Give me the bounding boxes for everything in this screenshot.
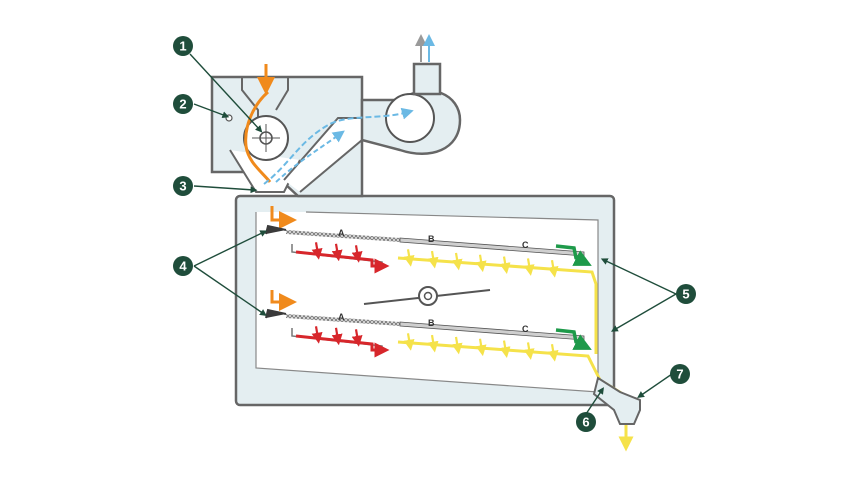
section-label-b-upper: B [428, 234, 435, 244]
feed-housing [210, 75, 364, 198]
product-flow-upper [397, 256, 598, 354]
callout-3: 3 [173, 176, 193, 196]
callout-6: 6 [576, 412, 596, 432]
product-drop-arrow-2-4 [475, 338, 487, 357]
exhaust-fan [360, 34, 462, 155]
product-outlet [592, 376, 641, 425]
leader-4a [193, 230, 268, 267]
leader-3 [193, 185, 258, 194]
callout-badge [670, 364, 690, 384]
fan-outlet [412, 62, 442, 96]
callout-badge [173, 176, 193, 196]
air-stream [263, 107, 414, 185]
feed-stream [244, 90, 272, 183]
product-drop-arrow-2-6 [523, 342, 535, 360]
drop-arrows [311, 242, 559, 362]
product-drop-arrow-2-7 [547, 344, 559, 362]
callout-2: 2 [173, 94, 193, 114]
callout-badge [676, 284, 696, 304]
reject-drop-arrow-2-2 [331, 327, 343, 346]
feed-roller-cross [252, 124, 280, 152]
product-drop-arrow-1-6 [523, 258, 535, 276]
leader-6 [585, 387, 604, 415]
section-label-c-lower: C [522, 324, 529, 334]
callout-badge [173, 94, 193, 114]
fan-impeller [385, 93, 435, 143]
product-drop-arrow-1-1 [403, 249, 415, 267]
callout-badge [576, 412, 596, 432]
reject-drop-arrow-1-2 [331, 243, 343, 262]
small-valve [225, 114, 233, 122]
section-label-a-lower: A [338, 312, 345, 322]
callout-number: 1 [179, 39, 186, 54]
overs-flow-lower [555, 328, 592, 350]
callout-number: 7 [676, 367, 683, 382]
product-drop-arrow-1-2 [427, 250, 439, 269]
screen-mesh-upper [286, 230, 400, 242]
callout-4: 4 [173, 256, 193, 276]
product-drop-arrow-2-2 [427, 334, 439, 353]
callout-number: 2 [179, 97, 186, 112]
overs-flow-upper [555, 244, 592, 266]
callout-number: 6 [582, 415, 589, 430]
leader-4b [193, 265, 267, 316]
product-drop-arrow-2-3 [451, 336, 463, 355]
callout-badge [173, 36, 193, 56]
air-stream-2 [275, 130, 345, 183]
callout-badge [173, 256, 193, 276]
deck-inlet-upper [270, 206, 297, 229]
feed-flow [244, 64, 414, 185]
drive-shaft [363, 286, 491, 306]
screen-mesh-lower [286, 314, 400, 326]
product-drop-arrow-1-4 [475, 254, 487, 273]
outlet-chute [592, 376, 641, 425]
leader-5b [610, 293, 677, 332]
product-drop-arrow-1-7 [547, 260, 559, 278]
section-labels: A B C A B C [338, 228, 529, 334]
leader-2 [193, 103, 230, 119]
reject-drop-arrow-1-1 [311, 242, 323, 260]
section-label-b-lower: B [428, 318, 435, 328]
reject-drop-arrow-2-3 [351, 329, 363, 347]
leader-5a [600, 258, 677, 295]
section-label-a-upper: A [338, 228, 345, 238]
leader-1 [189, 53, 263, 133]
product-drop-arrow-1-5 [499, 256, 511, 274]
leader-lines [189, 53, 677, 415]
deck-inlet-lower [270, 290, 297, 311]
callout-number: 5 [682, 287, 689, 302]
callout-number: 3 [179, 179, 186, 194]
reject-drop-arrow-1-3 [351, 245, 363, 263]
callout-1: 1 [173, 36, 193, 56]
callout-7: 7 [670, 364, 690, 384]
leader-7 [637, 373, 673, 398]
reject-drop-arrow-2-1 [311, 326, 323, 344]
shaft-hub-center [423, 291, 433, 301]
section-label-c-upper: C [522, 240, 529, 250]
callout-number: 4 [179, 259, 187, 274]
product-drop-arrow-1-3 [451, 252, 463, 271]
callout-5: 5 [676, 284, 696, 304]
product-drop-arrow-2-1 [403, 333, 415, 351]
product-drop-arrow-2-5 [499, 340, 511, 358]
